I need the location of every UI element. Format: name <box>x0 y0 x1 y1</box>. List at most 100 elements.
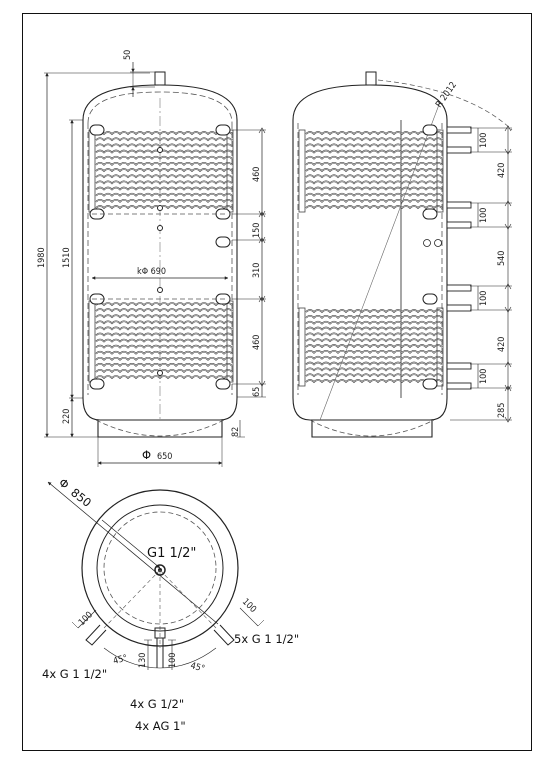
coil-turn-highlight <box>95 187 233 190</box>
drawing-frame <box>22 13 532 751</box>
coil-turn <box>95 149 233 154</box>
coil-turn-highlight <box>95 357 233 361</box>
coil-turn <box>95 168 233 173</box>
coil-turn-highlight <box>305 137 443 141</box>
coil-turn <box>305 332 443 337</box>
front-sensor-port <box>157 147 163 153</box>
dim-right-offset: 100 <box>240 597 258 615</box>
front-right-ticks <box>232 129 266 398</box>
side-base <box>311 420 433 438</box>
coil-turn-highlight <box>95 150 233 153</box>
coil-turn <box>305 379 443 384</box>
front-coil-bottom <box>88 300 234 383</box>
coil-turn-highlight <box>95 199 233 203</box>
coil-turn-highlight <box>95 314 233 318</box>
top-outer-circle <box>81 489 239 647</box>
coil-turn-highlight <box>305 131 443 135</box>
dim-radius: R 2012 <box>434 80 459 109</box>
coil-turn <box>95 192 233 197</box>
dim-top-diameter-value: 850 <box>68 485 94 510</box>
side-pipes <box>422 124 472 390</box>
radius-arc <box>377 79 513 131</box>
front-port <box>215 124 231 136</box>
dim-pipe-3: 100 <box>479 291 489 306</box>
coil-turn <box>95 363 233 367</box>
coil-turn <box>95 162 233 166</box>
coil-turn-highlight <box>305 368 443 371</box>
front-sensor-port <box>157 205 163 211</box>
coil-turn <box>305 344 443 349</box>
coil-header <box>298 307 306 387</box>
coil-turn <box>305 338 443 343</box>
label-bottom-connections-2: 4x AG 1" <box>135 719 186 733</box>
dim-foot-offset: 82 <box>231 427 241 437</box>
coil-turn <box>95 131 233 136</box>
coil-turn <box>305 361 443 366</box>
coil-turn-highlight <box>305 379 443 383</box>
dim-height-total: 1980 <box>37 247 47 268</box>
front-port <box>215 378 231 390</box>
coil-turn <box>95 180 233 185</box>
coil-header <box>436 307 444 387</box>
dim-inner-diameter: kΦ 690 <box>137 267 166 277</box>
dim-span-1: 420 <box>497 163 507 178</box>
front-tank-body <box>82 84 238 421</box>
coil-turn-highlight <box>305 327 443 330</box>
coil-turn <box>95 344 233 349</box>
coil-turn <box>95 174 233 179</box>
dim-base-diameter-value: 650 <box>157 452 172 462</box>
coil-turn <box>305 162 443 166</box>
dim-span-3: 420 <box>497 337 507 352</box>
coil-turn-highlight <box>305 309 443 313</box>
coil-turn <box>95 199 233 203</box>
coil-turn <box>95 143 233 148</box>
dim-gap-1: 150 <box>252 223 262 238</box>
dim-gap-2: 310 <box>252 263 262 278</box>
side-pipe <box>446 284 472 292</box>
coil-turn <box>305 180 443 185</box>
dim-pipe-4: 100 <box>479 369 489 384</box>
dim-coil-bottom: 460 <box>252 335 262 350</box>
coil-turn <box>95 155 233 160</box>
coil-turn <box>95 302 233 307</box>
side-port <box>422 208 438 220</box>
dim-left-offset: 100 <box>77 610 95 628</box>
label-bottom-connections-1: 4x G 1/2" <box>130 697 184 711</box>
coil-turn-highlight <box>305 187 443 190</box>
dim-base-height: 220 <box>62 409 72 424</box>
front-coil-top <box>88 129 234 213</box>
dim-130: 130 <box>138 653 148 668</box>
coil-turn <box>305 174 443 179</box>
coil-turn <box>305 168 443 173</box>
dim-right-angle: 45° <box>189 661 205 674</box>
dim-bottom-offset: 65 <box>252 387 262 397</box>
coil-turn-highlight <box>305 321 443 325</box>
dim-span-2: 540 <box>497 251 507 266</box>
coil-turn-highlight <box>305 199 443 203</box>
coil-turn-highlight <box>95 181 233 184</box>
coil-turn-highlight <box>305 333 443 336</box>
coil-turn-highlight <box>95 308 233 312</box>
coil-turn <box>95 350 233 355</box>
dim-pipe-1: 100 <box>479 133 489 148</box>
coil-turn-highlight <box>95 339 233 342</box>
coil-turn-highlight <box>305 174 443 178</box>
coil-turn <box>95 369 233 374</box>
coil-turn <box>95 320 233 325</box>
coil-turn-highlight <box>95 168 233 172</box>
coil-turn-highlight <box>305 315 443 319</box>
side-pipe <box>446 304 472 312</box>
top-pipe-left <box>85 624 107 646</box>
front-port <box>89 378 105 390</box>
front-port <box>89 124 105 136</box>
side-coil-top <box>298 129 444 213</box>
coil-turn <box>305 309 443 314</box>
coil-turn-highlight <box>95 302 233 306</box>
coil-turn <box>305 131 443 136</box>
top-center-label: G1 1/2" <box>147 546 196 561</box>
coil-turn <box>305 205 443 210</box>
coil-turn-highlight <box>305 181 443 184</box>
side-port <box>422 378 438 390</box>
top-dashed-circle <box>103 511 217 625</box>
